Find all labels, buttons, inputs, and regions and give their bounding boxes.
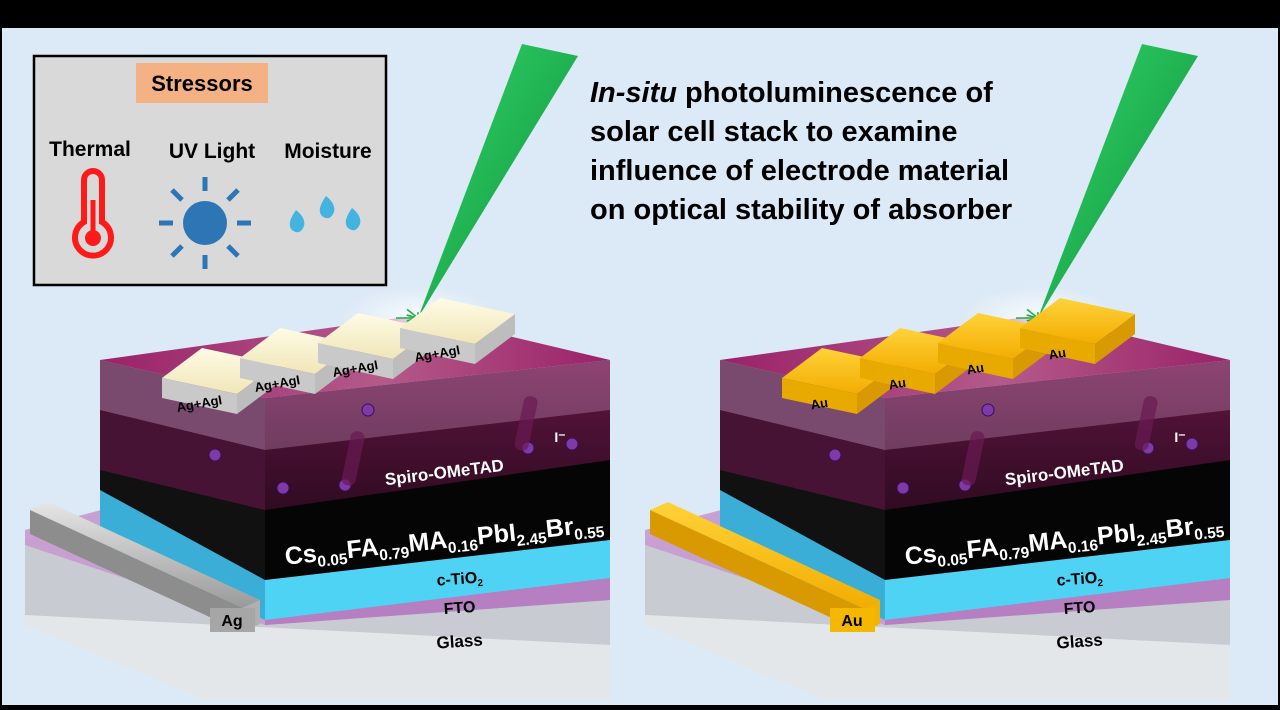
electrode-pad-top <box>400 298 515 344</box>
formula-subscript: 0.05 <box>937 551 969 571</box>
ion-sphere <box>208 448 222 462</box>
ion-channel <box>341 431 365 486</box>
formula-element: PbI <box>1096 519 1138 551</box>
formula-subscript: 0.16 <box>1067 537 1099 557</box>
ion-sphere <box>896 481 910 495</box>
glass-label: Glass <box>436 630 484 652</box>
electrode-pad-front <box>938 343 1013 379</box>
stressors-title-bg <box>136 63 268 103</box>
contact-bar-label: Au <box>841 613 862 630</box>
electrode-pad-top <box>1020 298 1135 344</box>
electrode-pad-front <box>240 358 315 394</box>
thermometer-icon <box>72 168 114 259</box>
stressors-panel: Stressors Thermal UV Light Moisture <box>32 54 388 287</box>
electrode-pad-front <box>318 343 393 379</box>
ion-sphere <box>828 448 842 462</box>
sun-icon <box>159 177 251 269</box>
stressor-uv-light-label: UV Light <box>169 140 255 163</box>
contact-bar-top <box>650 502 880 608</box>
formula-element: MA <box>407 526 449 558</box>
iodide-ion-label: I⁻ <box>554 429 565 445</box>
contact-bar-side <box>650 510 862 632</box>
ion-channel <box>514 396 538 451</box>
formula-subscript: 0.79 <box>378 544 410 564</box>
water-droplets-icon <box>289 196 361 233</box>
absorber-formula-label: Cs0.05FA0.79MA0.16PbI2.45Br0.55 <box>283 509 605 574</box>
description-line-2: solar cell stack to examine <box>590 116 958 148</box>
stressor-moisture-label: Moisture <box>284 140 372 163</box>
formula-subscript: 2.45 <box>1136 530 1168 550</box>
iodide-ion-label: I⁻ <box>1174 429 1185 445</box>
glass-front-layer <box>645 615 1230 700</box>
formula-subscript: 0.16 <box>447 537 479 557</box>
formula-element: PbI <box>476 519 518 551</box>
ion-channel <box>1134 396 1158 451</box>
description-line-1: In-situ photoluminescence of <box>590 77 993 109</box>
electrode-pad-front <box>162 378 237 414</box>
electrode-pad-front <box>1020 328 1095 364</box>
electrode-pad-label: Au <box>1047 345 1067 363</box>
ion-sphere <box>981 403 995 417</box>
contact-label-bg <box>830 608 875 632</box>
electrode-pad-front <box>400 328 475 364</box>
electrode-pad-label: Au <box>965 360 985 378</box>
laser-beam <box>418 44 578 318</box>
electrode-pad-side <box>1095 314 1135 364</box>
formula-subscript: 0.55 <box>574 524 606 544</box>
stressor-thermal-label: Thermal <box>49 138 131 161</box>
formula-element: Cs <box>903 540 938 571</box>
formula-subscript: 2 <box>477 578 484 589</box>
fto-front-layer <box>885 578 1230 625</box>
contact-bar-label: Ag <box>221 613 242 630</box>
contact-bar-top <box>30 502 260 608</box>
glass-front-layer <box>25 615 610 700</box>
ion-sphere <box>1185 437 1199 451</box>
ion-channel <box>961 431 985 486</box>
ion-sphere <box>276 481 290 495</box>
description-line-1-rest: photoluminescence of <box>677 77 993 109</box>
formula-element: Cs <box>283 540 318 571</box>
glass-label: Glass <box>1056 630 1104 652</box>
stressors-title: Stressors <box>151 71 253 96</box>
description-line-4: on optical stability of absorber <box>590 194 1012 226</box>
electrode-pad-front <box>860 358 935 394</box>
formula-element: Br <box>1164 513 1195 544</box>
formula-element: c-TiO <box>436 570 478 590</box>
ion-sphere <box>565 437 579 451</box>
fto-label: FTO <box>1063 599 1096 618</box>
etl-front-layer <box>885 540 1230 620</box>
etl-front-layer <box>265 540 610 620</box>
fto-front-layer <box>265 578 610 625</box>
formula-element: Br <box>544 513 575 544</box>
formula-element: c-TiO <box>1056 570 1098 590</box>
etl-label: c-TiO2 <box>1056 569 1104 592</box>
description-line-3: influence of electrode material <box>590 155 1009 187</box>
formula-element: FA <box>965 533 1000 564</box>
top-bar <box>0 0 1280 28</box>
contact-label-bg <box>210 608 255 632</box>
device-right-au: GlassFTOc-TiO2Cs0.05FA0.79MA0.16PbI2.45B… <box>645 44 1230 700</box>
electrode-pad-label: Au <box>809 395 829 413</box>
description-emphasis: In-situ <box>590 77 677 109</box>
electrode-pad-front <box>782 378 857 414</box>
formula-subscript: 0.79 <box>998 544 1030 564</box>
formula-element: FA <box>345 533 380 564</box>
formula-subscript: 2.45 <box>516 530 548 550</box>
formula-subscript: 0.05 <box>317 551 349 571</box>
description-text: In-situ photoluminescence of solar cell … <box>590 77 1012 226</box>
ion-sphere <box>361 403 375 417</box>
etl-label: c-TiO2 <box>436 569 484 592</box>
formula-subscript: 2 <box>1097 578 1104 589</box>
formula-element: MA <box>1027 526 1069 558</box>
laser-beam <box>1038 44 1198 318</box>
device-left-ag: GlassFTOc-TiO2Cs0.05FA0.79MA0.16PbI2.45B… <box>25 44 610 700</box>
formula-subscript: 0.55 <box>1194 524 1226 544</box>
electrode-pad-side <box>475 314 515 364</box>
fto-label: FTO <box>443 599 476 618</box>
contact-bar-side <box>30 510 242 632</box>
electrode-pad-label: Au <box>887 375 907 393</box>
absorber-formula-label: Cs0.05FA0.79MA0.16PbI2.45Br0.55 <box>903 509 1225 574</box>
